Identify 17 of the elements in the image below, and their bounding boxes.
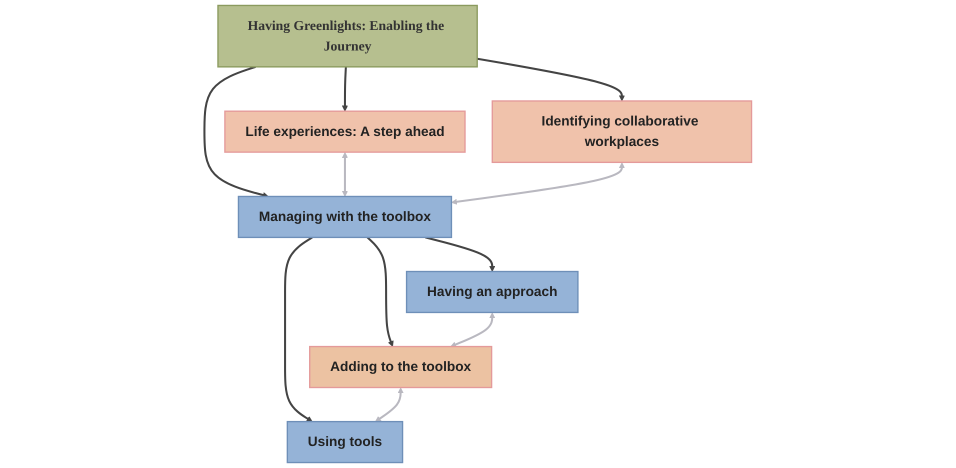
- node-box: Adding to the toolbox: [309, 346, 492, 388]
- arrow: [342, 152, 348, 197]
- arrow: [203, 66, 269, 198]
- node-box: Identifying collaborative workplaces: [492, 100, 752, 164]
- node-box: Having Greenlights: Enabling the Journey: [217, 4, 478, 68]
- arrow: [451, 162, 625, 205]
- arrow: [425, 236, 496, 272]
- arrow: [366, 236, 394, 347]
- node-box: Using tools: [286, 420, 404, 464]
- arrow: [342, 66, 348, 112]
- node-box: Having an approach: [406, 270, 579, 314]
- arrow: [477, 58, 625, 102]
- node-box: Life experiences: A step ahead: [224, 110, 466, 153]
- arrow: [375, 388, 404, 422]
- node-box: Managing with the toolbox: [238, 196, 452, 238]
- arrow: [450, 312, 496, 348]
- arrow: [284, 236, 313, 422]
